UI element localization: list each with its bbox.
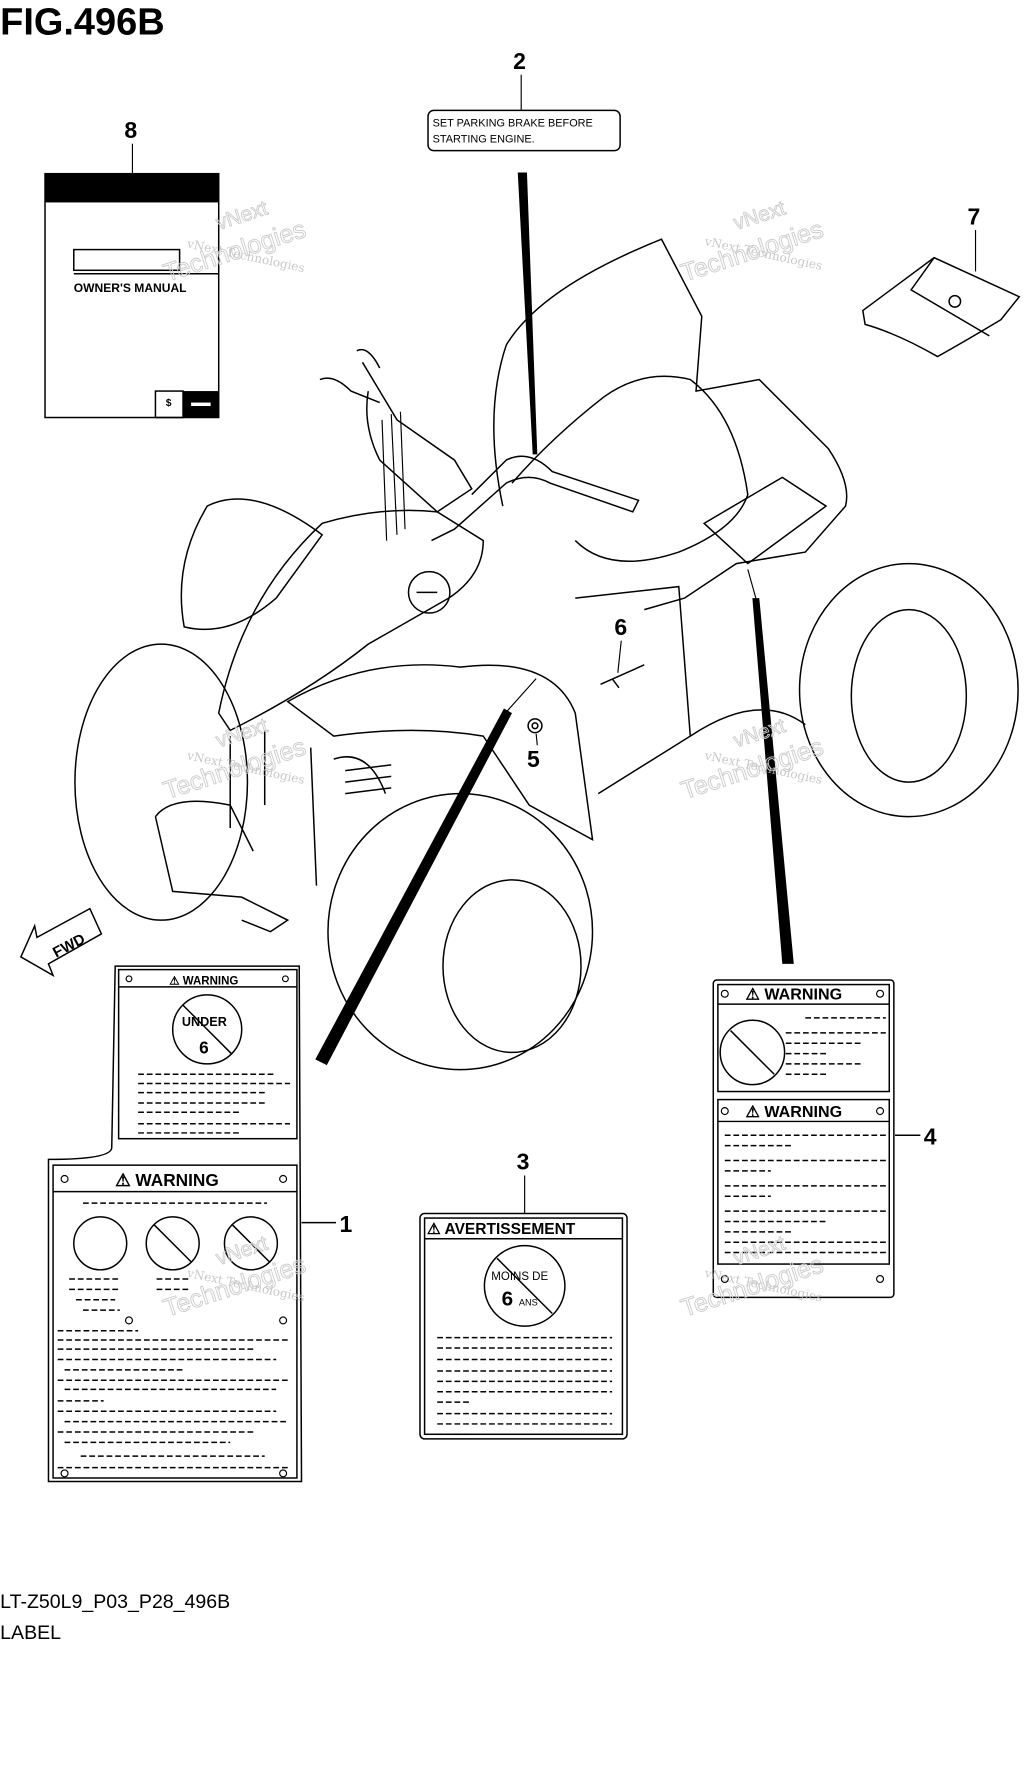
diagram-code: LT-Z50L9_P03_P28_496B [0, 1591, 230, 1613]
label-4-header-1: ⚠ WARNING [745, 986, 842, 1004]
moins-text: MOINS DE [491, 1271, 548, 1283]
no-under-6-icon: MOINS DE 6 ANS [483, 1244, 566, 1327]
callout-1[interactable]: 1 [339, 1211, 352, 1237]
ans-text: ANS [519, 1297, 538, 1307]
label-4-header-2: ⚠ WARNING [745, 1103, 842, 1121]
leader-thick [752, 598, 794, 964]
label-2-line1: SET PARKING BRAKE BEFORE [433, 118, 593, 130]
leader-thick [315, 708, 512, 1066]
leader-line [747, 569, 757, 599]
atv-illustration [74, 238, 1019, 1071]
manual-title: OWNER'S MANUAL [74, 281, 187, 295]
diagram-name: LABEL [0, 1622, 61, 1644]
age-text: 6 [502, 1287, 514, 1310]
callout-5[interactable]: 5 [527, 746, 540, 772]
leader-thick [517, 172, 538, 455]
callout-4[interactable]: 4 [924, 1123, 937, 1149]
fwd-arrow-icon: FWD [19, 907, 103, 978]
no-under-6-icon: UNDER 6 [171, 994, 243, 1065]
label-3-avertissement[interactable]: ⚠ AVERTISSEMENT MOINS DE 6 ANS [419, 1212, 628, 1440]
watermark: vNext Technologies vNext Technologies vN… [160, 196, 828, 1323]
callout-7[interactable]: 7 [967, 203, 980, 229]
age-text: 6 [199, 1038, 209, 1058]
callout-3[interactable]: 3 [517, 1149, 530, 1175]
callout-2[interactable]: 2 [513, 48, 526, 74]
label-2-line2: STARTING ENGINE. [433, 134, 535, 146]
label-1-top-header: ⚠ WARNING [169, 976, 238, 988]
leader-line [535, 733, 538, 746]
label-2-parking-brake[interactable] [427, 109, 621, 152]
label-4-warning[interactable]: ⚠ WARNING ⚠ WARNING [712, 979, 895, 1299]
label-3-header: ⚠ AVERTISSEMENT [427, 1221, 576, 1238]
callout-6[interactable]: 6 [614, 614, 627, 640]
suzuki-logo-icon: $ [166, 398, 172, 409]
tool-pouch[interactable] [861, 256, 1021, 358]
label-1-main-header: ⚠ WARNING [115, 1170, 219, 1190]
fwd-label: FWD [50, 930, 88, 961]
leader-line [506, 678, 537, 712]
label-1-warning[interactable]: ⚠ WARNING UNDER 6 ⚠ WARNING [47, 965, 303, 1483]
owners-manual[interactable]: OWNER'S MANUAL $ [44, 172, 220, 419]
under-text: UNDER [182, 1015, 227, 1029]
callout-8[interactable]: 8 [124, 117, 137, 143]
leader-line [617, 640, 622, 673]
figure-title: FIG.496B [0, 2, 164, 44]
